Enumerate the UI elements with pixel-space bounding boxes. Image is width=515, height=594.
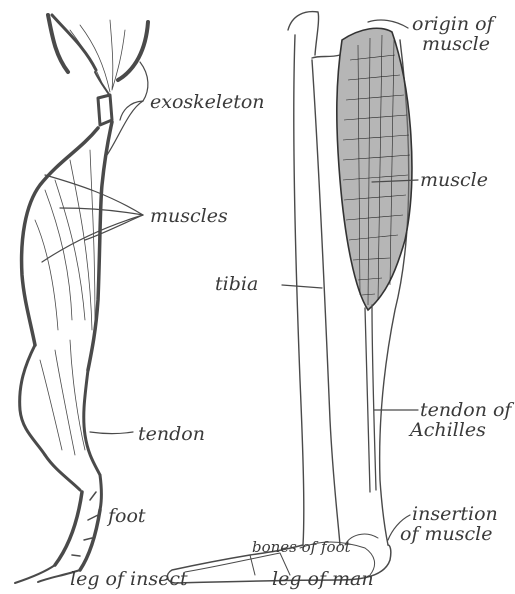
label-origin-line2: muscle — [422, 33, 490, 55]
insect-leaders — [42, 62, 148, 434]
insect-foot-claw-a — [15, 565, 55, 583]
insect-lower-wall-a — [45, 455, 80, 490]
label-insertion-line2: of muscle — [400, 523, 492, 545]
label-foot: foot — [106, 505, 146, 527]
caption-insect-leg: leg of insect — [70, 568, 188, 590]
insect-foot-a — [55, 492, 82, 565]
label-muscle: muscle — [420, 169, 488, 191]
tendon-leader — [90, 432, 133, 434]
labels: exoskeleton muscles tendon foot leg of i… — [70, 13, 514, 590]
label-tendon: tendon — [138, 423, 205, 445]
origin-leader — [368, 20, 408, 28]
human-knee-left — [288, 12, 319, 55]
insect-leg-drawing — [15, 15, 148, 583]
calf-muscle-belly — [337, 28, 412, 310]
exoskeleton-leader-3 — [140, 62, 148, 101]
insect-upper-joint — [98, 95, 112, 125]
insect-lower-wall-b — [100, 475, 102, 510]
label-origin-line1: origin of — [412, 13, 497, 35]
human-knee-joint — [312, 55, 340, 58]
achilles-tendon-2 — [365, 308, 370, 492]
insect-top-left-spine-2 — [52, 15, 96, 70]
tibia-leader — [282, 285, 322, 288]
label-tibia: tibia — [215, 273, 258, 295]
label-exoskeleton: exoskeleton — [150, 91, 265, 113]
label-tendon-line1: tendon of — [420, 399, 514, 421]
label-muscles: muscles — [150, 205, 228, 227]
tibia-left-edge — [294, 35, 304, 545]
insect-left-wall-lower — [20, 345, 45, 455]
label-insertion-line1: insertion — [412, 503, 498, 525]
insect-right-wall-lower — [84, 370, 100, 475]
insect-right-wall-upper — [88, 122, 112, 370]
label-bones-of-foot: bones of foot — [252, 538, 352, 556]
insect-top-right-spine — [118, 22, 148, 80]
achilles-tendon — [372, 305, 376, 490]
label-tendon-line2: Achilles — [408, 419, 486, 441]
caption-human-leg: leg of man — [272, 568, 374, 590]
insect-tibia-fibres — [40, 340, 85, 455]
tibia-right-edge — [312, 60, 340, 545]
muscles-leader-3 — [85, 215, 143, 240]
